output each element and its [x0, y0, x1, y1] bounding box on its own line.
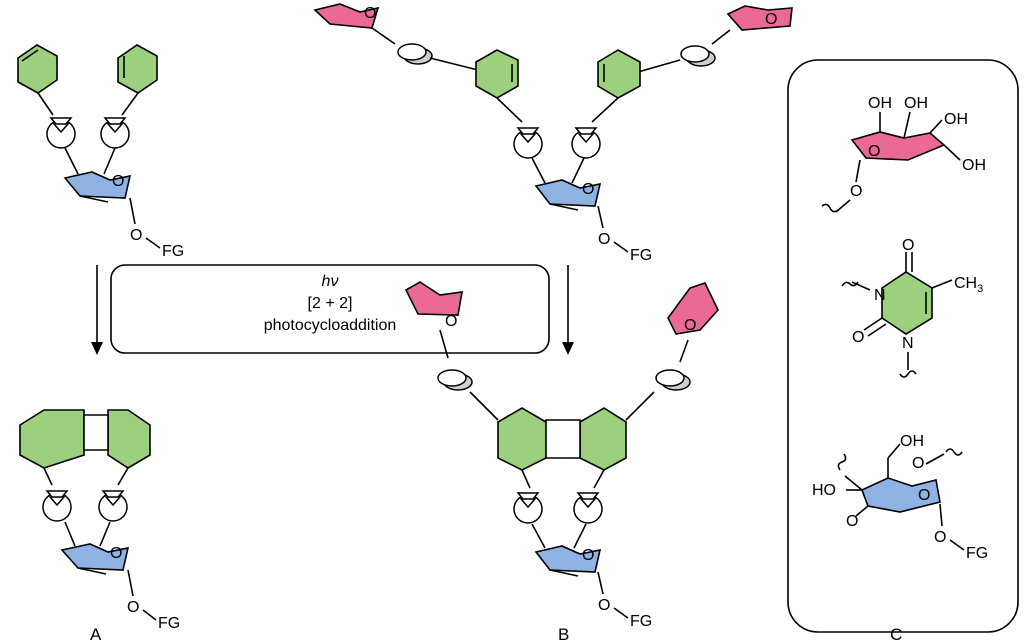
ring-oxygen: O: [868, 143, 880, 160]
ring-oxygen: O: [112, 173, 124, 190]
reaction-name: photocycloaddition: [264, 317, 397, 334]
ring-oxygen: O: [846, 513, 858, 530]
hydroxyl: OH: [868, 95, 892, 112]
legend-pink-sugar: O OH OH OH OH O: [821, 95, 986, 213]
label-a: A: [90, 625, 102, 644]
cyclohexane-ring: [19, 409, 85, 469]
cyclohexene-ring: [597, 49, 641, 99]
reaction-conditions-box: hν [2 + 2] photocycloaddition: [110, 264, 550, 354]
glycosidic-oxygen: O: [598, 231, 610, 248]
structure-b-product: O O O O FG: [404, 281, 719, 630]
glycosidic-oxygen: O: [934, 529, 946, 546]
cyclohexene-ring: [17, 44, 58, 94]
structure-a-reactant: O O FG: [17, 44, 184, 260]
methyl-group: CH3: [954, 275, 983, 295]
carbonyl-oxygen: O: [902, 237, 914, 254]
ring-oxygen: O: [582, 547, 594, 564]
reaction-arrow-b: [562, 265, 574, 355]
legend-panel-c: O OH OH OH OH O O CH3 N: [787, 59, 1019, 633]
functional-group: FG: [966, 545, 988, 562]
ring-oxygen: O: [582, 181, 594, 198]
structure-b-reactant: O O O O FG: [313, 3, 793, 264]
carbonyl-oxygen: O: [852, 329, 864, 346]
functional-group: FG: [162, 243, 184, 260]
ring-oxygen: O: [912, 455, 924, 472]
ring-oxygen: O: [918, 487, 930, 504]
cyclobutane-ring: [83, 414, 109, 451]
pyranose-ring: [313, 3, 380, 29]
cyclohexene-ring: [475, 49, 519, 99]
ring-nitrogen: N: [902, 335, 914, 352]
cyclohexane-ring: [579, 407, 627, 471]
glycosidic-oxygen: O: [127, 599, 139, 616]
hydroxyl: OH: [900, 433, 924, 450]
hydroxyl: OH: [904, 95, 928, 112]
label-c: C: [890, 625, 902, 644]
pyranose-ring: [404, 281, 463, 316]
ring-oxygen: O: [364, 5, 376, 22]
ring-oxygen: O: [850, 183, 862, 200]
reaction-arrow-a: [91, 265, 103, 355]
ring-oxygen: O: [110, 545, 122, 562]
hydroxyl: OH: [944, 111, 968, 128]
functional-group: FG: [630, 247, 652, 264]
functional-group: FG: [630, 613, 652, 630]
glycosidic-oxygen: O: [598, 597, 610, 614]
legend-blue-sugar: O OH O HO O O FG: [812, 433, 988, 562]
ring-nitrogen: N: [874, 287, 886, 304]
glycosidic-oxygen: O: [130, 227, 142, 244]
pyranose-ring: [726, 5, 793, 31]
ring-oxygen: O: [684, 317, 696, 334]
hydroxyl: HO: [812, 482, 836, 499]
pyranose-ring: [667, 282, 719, 335]
label-b: B: [558, 625, 569, 644]
reaction-hv: hν: [322, 273, 339, 290]
ring-oxygen: O: [765, 11, 777, 28]
structure-a-product: O O FG: [19, 409, 180, 632]
functional-group: FG: [158, 615, 180, 632]
hydroxyl: OH: [962, 157, 986, 174]
cyclohexane-ring: [107, 409, 151, 469]
cyclohexene-ring: [117, 44, 158, 94]
cyclobutane-ring: [545, 419, 581, 459]
reaction-type: [2 + 2]: [308, 295, 353, 312]
legend-thymine: O CH3 N O N: [841, 237, 983, 378]
cyclohexane-ring: [497, 407, 547, 471]
ring-oxygen: O: [445, 313, 457, 330]
